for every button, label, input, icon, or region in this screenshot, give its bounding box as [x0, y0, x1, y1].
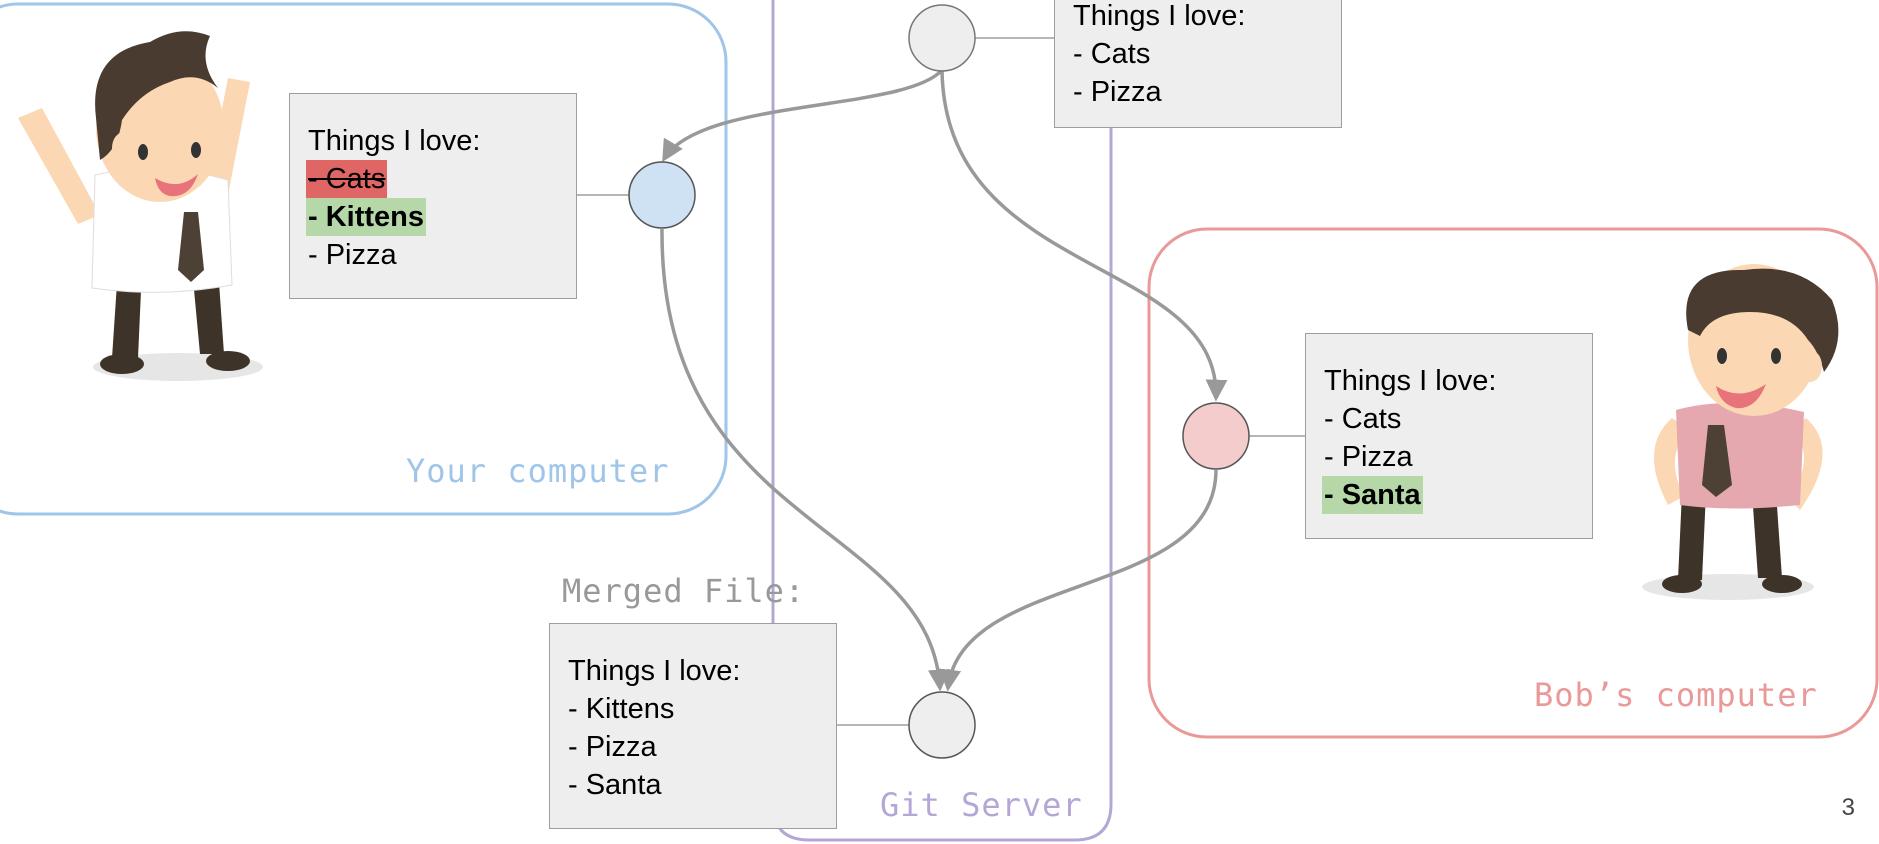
note-item: - Cats	[1324, 403, 1402, 435]
git-server-label: Git Server	[880, 786, 1083, 824]
note-item: - Pizza	[308, 239, 397, 271]
server-file-note: Things I love: - Cats - Pizza	[1054, 0, 1342, 128]
developer-you-illustration	[18, 31, 263, 381]
commit-yours	[628, 161, 696, 229]
page-number: 3	[1841, 794, 1855, 821]
arrow-yours-to-merged	[660, 228, 950, 692]
arrow-server-to-yours	[662, 68, 944, 163]
arrow-server-to-bobs	[940, 69, 1228, 402]
added-line-kittens: - Kittens	[306, 198, 426, 236]
merged-file-label: Merged File:	[562, 572, 806, 610]
note-item: - Kittens	[568, 693, 675, 725]
removed-line-cats: - Cats	[306, 160, 388, 198]
bobs-file-note: Things I love: - Cats - Pizza - Santa	[1305, 333, 1593, 539]
note-item: - Cats	[1073, 38, 1151, 70]
note-item: - Santa	[568, 769, 662, 801]
note-item: - Pizza	[568, 731, 657, 763]
note-title: Things I love:	[1073, 0, 1246, 32]
arrow-bobs-to-merged	[939, 469, 1218, 692]
commit-server	[908, 4, 976, 72]
note-title: Things I love:	[568, 655, 741, 687]
your-computer-label: Your computer	[406, 452, 670, 490]
note-title: Things I love:	[308, 125, 481, 157]
bobs-computer-label: Bob’s computer	[1534, 676, 1818, 714]
bobs-computer-region	[1147, 227, 1879, 739]
note-item: - Pizza	[1073, 76, 1162, 108]
bob-illustration	[1642, 264, 1839, 600]
note-item: - Pizza	[1324, 441, 1413, 473]
your-file-note: Things I love: - Cats - Kittens - Pizza	[289, 93, 577, 299]
your-computer-region	[0, 2, 728, 516]
added-line-santa: - Santa	[1322, 476, 1423, 514]
note-title: Things I love:	[1324, 365, 1497, 397]
commit-merged	[908, 691, 976, 759]
merged-file-note: Things I love: - Kittens - Pizza - Santa	[549, 623, 837, 829]
commit-bobs	[1182, 402, 1250, 470]
